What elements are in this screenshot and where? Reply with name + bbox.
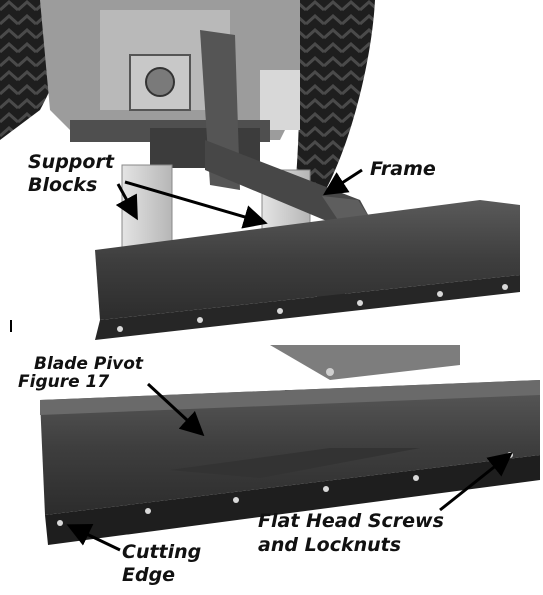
pivot-bolt bbox=[326, 368, 334, 376]
frame-overhead bbox=[270, 345, 460, 380]
blade-slot bbox=[170, 448, 420, 478]
blade-top bbox=[95, 200, 520, 320]
label-flat-head-line1: Flat Head Screws bbox=[258, 510, 444, 532]
right-tire bbox=[292, 0, 375, 215]
frame-arrow bbox=[322, 168, 363, 196]
support-blocks-arrow-left bbox=[115, 183, 138, 221]
blade-face bbox=[40, 380, 540, 515]
frame-top-plate bbox=[322, 196, 372, 222]
label-flat-head-line2: and Locknuts bbox=[258, 534, 402, 556]
top-panel bbox=[0, 0, 520, 340]
margin-mark bbox=[10, 320, 12, 332]
label-flat-head-screws: Flat Head Screws and Locknuts bbox=[258, 512, 444, 555]
cutting-edge-top bbox=[95, 275, 520, 340]
label-blade-pivot: Blade Pivot bbox=[34, 354, 144, 374]
figure-caption: Figure 17 bbox=[18, 372, 110, 392]
edge-bolts-top bbox=[117, 284, 508, 332]
flat-head-screws-arrow bbox=[439, 452, 513, 512]
label-support-blocks: Support Blocks bbox=[28, 153, 114, 195]
label-support-blocks-line1: Support bbox=[28, 151, 114, 173]
label-cutting-edge: Cutting Edge bbox=[122, 543, 201, 585]
label-cutting-edge-line2: Edge bbox=[122, 564, 176, 586]
hitch-pin bbox=[145, 67, 175, 97]
blade-top-edge bbox=[40, 380, 540, 415]
support-blocks-arrow-right bbox=[124, 180, 268, 229]
blade-pivot-arrow bbox=[146, 382, 205, 437]
label-support-blocks-line2: Blocks bbox=[28, 174, 98, 196]
bottom-panel bbox=[40, 345, 540, 552]
cutting-edge-arrow bbox=[66, 523, 121, 552]
a-frame bbox=[205, 140, 372, 235]
label-cutting-edge-line1: Cutting bbox=[122, 541, 202, 563]
label-frame: Frame bbox=[370, 158, 436, 180]
